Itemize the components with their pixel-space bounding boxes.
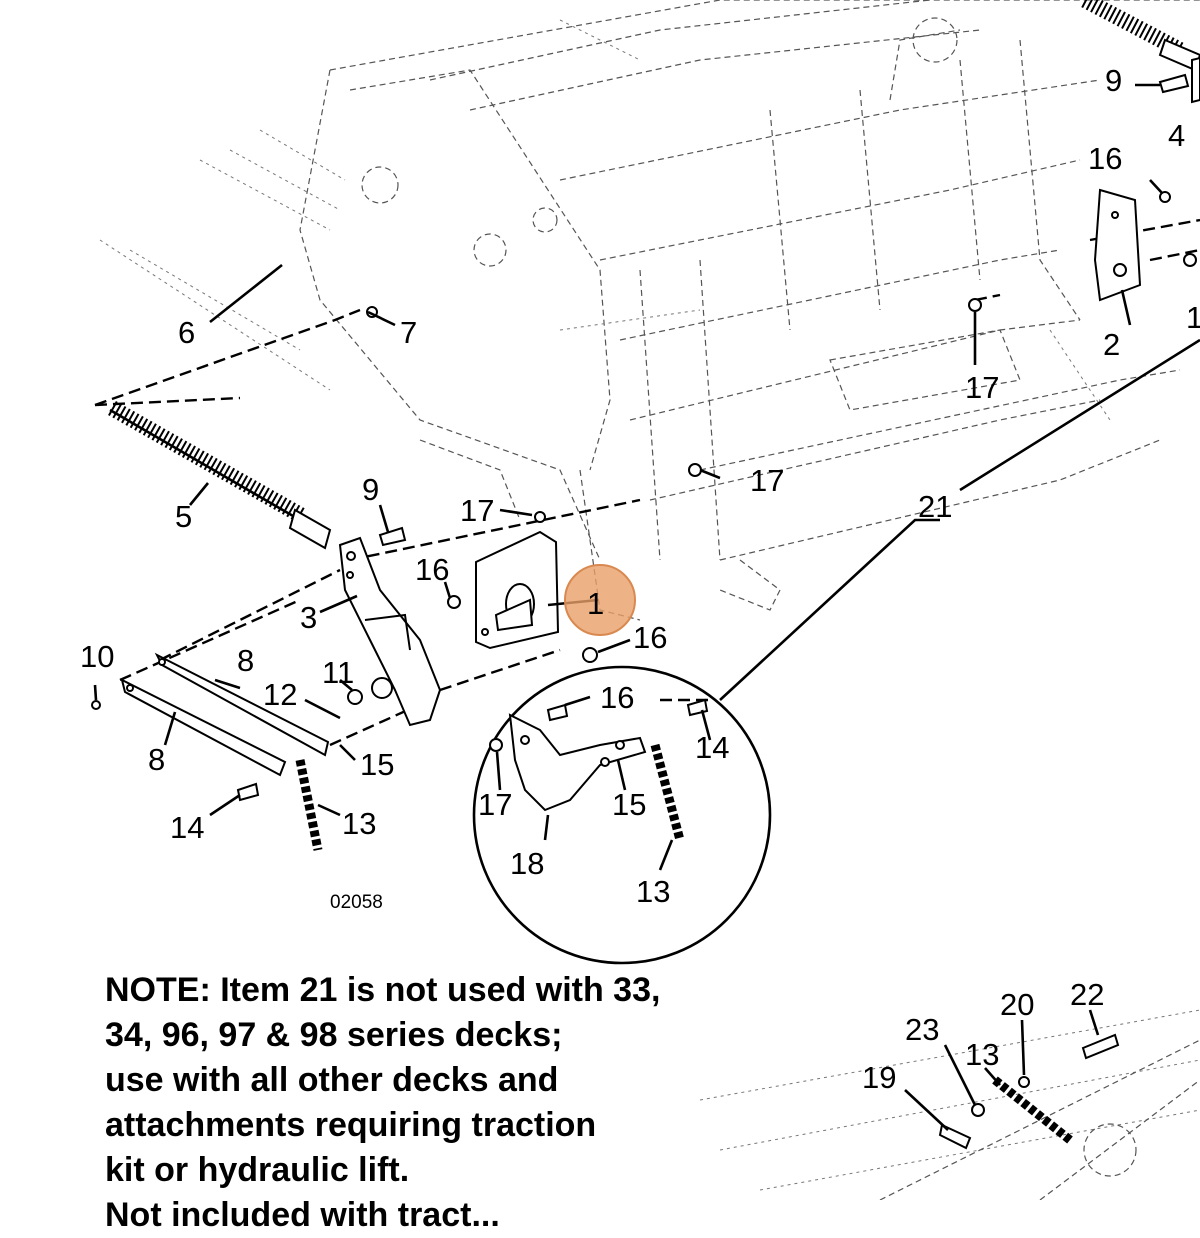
callout-2: 2	[1103, 327, 1120, 362]
callout-17-detail: 17	[478, 787, 512, 822]
drawing-id: 02058	[330, 892, 383, 913]
leader-lines	[93, 83, 1200, 1131]
callout-22: 22	[1070, 977, 1104, 1012]
bracket-part-2	[1093, 188, 1142, 302]
callout-19: 19	[862, 1060, 896, 1095]
callout-9-right: 9	[1105, 63, 1122, 98]
highlight-marker	[564, 564, 636, 636]
callout-10: 10	[80, 639, 114, 674]
link-bars-part-8	[120, 652, 330, 777]
callout-3: 3	[300, 600, 317, 635]
note-line: NOTE: Item 21 is not used with 33,	[105, 971, 661, 1009]
callout-21: 21	[918, 489, 952, 524]
callout-14-detail: 14	[695, 730, 729, 765]
spring-part-5	[108, 401, 332, 550]
hardware	[91, 73, 1197, 1150]
callout-13-left: 13	[342, 806, 376, 841]
callout-20: 20	[1000, 987, 1034, 1022]
note-line: attachments requiring traction	[105, 1106, 597, 1144]
callout-7: 7	[400, 315, 417, 350]
callout-16-detail: 16	[600, 680, 634, 715]
callout-12: 12	[263, 677, 297, 712]
note-text: NOTE: Item 21 is not used with 33, 34, 9…	[105, 968, 765, 1238]
note-line: use with all other decks and	[105, 1061, 559, 1099]
lift-arm-part-3	[338, 536, 442, 727]
assembly-lines	[94, 218, 1200, 747]
note-line: 34, 96, 97 & 98 series decks;	[105, 1016, 563, 1054]
callout-5: 5	[175, 499, 192, 534]
callout-16-lower: 16	[633, 620, 667, 655]
callout-16-right: 16	[1088, 141, 1122, 176]
callouts: 1 2 3 4 5 6 7 8 8 9 9 10 11 12 13 13 13 …	[80, 63, 1200, 1095]
bracket-part-4	[1191, 56, 1200, 104]
callout-4: 4	[1168, 118, 1185, 153]
callout-17-top: 17	[965, 370, 999, 405]
chain-part-13	[295, 743, 1073, 1144]
callout-15-left: 15	[360, 747, 394, 782]
callout-15-detail: 15	[612, 787, 646, 822]
parts-diagram: 1 2 3 4 5 6 7 8 8 9 9 10 11 12 13 13 13 …	[80, 0, 1200, 1200]
callout-11: 11	[322, 655, 354, 690]
callout-6: 6	[178, 315, 195, 350]
frame-outline	[99, 0, 1200, 1200]
spring-top-right	[1081, 0, 1200, 72]
callout-9-left: 9	[362, 472, 379, 507]
callout-14-left: 14	[170, 810, 204, 845]
note-line: kit or hydraulic lift.	[105, 1151, 410, 1189]
callout-1-edge: 1	[1186, 300, 1200, 335]
callout-18: 18	[510, 846, 544, 881]
callout-23: 23	[905, 1012, 939, 1047]
callout-13-bottom: 13	[965, 1037, 999, 1072]
callout-17-center: 17	[460, 493, 494, 528]
callout-8-lower: 8	[148, 742, 165, 777]
callout-1: 1	[587, 586, 604, 621]
callout-8-upper: 8	[237, 643, 254, 678]
callout-16-bracket: 16	[415, 552, 449, 587]
callout-13-detail: 13	[636, 874, 670, 909]
bracket-part-1	[475, 530, 560, 650]
callout-17-frame: 17	[750, 463, 784, 498]
